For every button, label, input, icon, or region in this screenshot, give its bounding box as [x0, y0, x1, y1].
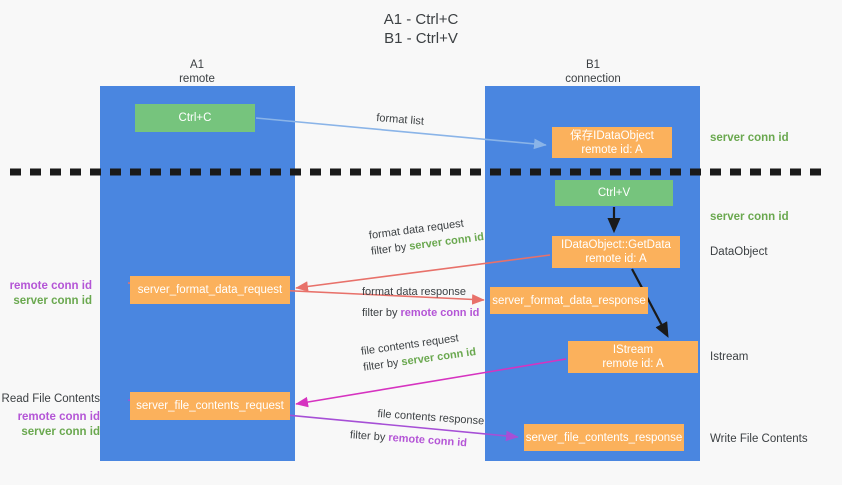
annotation-left-remote-conn-id-1: remote conn id [9, 280, 92, 292]
edge-label-format-list: format list [376, 110, 425, 130]
edge-label-format-data-request-filter-prefix: filter by [370, 240, 411, 258]
edge-label-format-data-response: format data response filter by remote co… [362, 284, 479, 321]
node-ctrl-v[interactable]: Ctrl+V [555, 180, 673, 206]
edge-label-format-data-response-filter-prefix: filter by [362, 307, 401, 319]
node-server-format-data-request-label: server_format_data_request [137, 284, 283, 296]
annotation-left-file-group: Read File Contents remote conn id server… [0, 392, 100, 440]
edge-label-file-contents-response-filter-prefix: filter by [349, 429, 389, 444]
edge-label-format-data-request: format data request filter by server con… [368, 213, 485, 260]
node-idataobject-getdata[interactable]: IDataObject::GetData remote id: A [552, 236, 680, 268]
node-istream-line2: remote id: A [602, 358, 664, 370]
node-server-file-contents-request[interactable]: server_file_contents_request [130, 392, 290, 420]
column-header-a1-role: remote [179, 73, 215, 85]
page-title-line2: B1 - Ctrl+V [384, 30, 458, 47]
node-istream[interactable]: IStream remote id: A [568, 341, 698, 373]
node-idataobject[interactable]: 保存IDataObject remote id: A [552, 127, 672, 158]
node-getdata-line1: IDataObject::GetData [561, 239, 671, 251]
node-idataobject-line2: remote id: A [581, 143, 643, 156]
annotation-left-server-conn-id-2: server conn id [21, 426, 100, 438]
edge-label-file-contents-request: file contents request filter by server c… [360, 328, 477, 376]
edge-label-file-contents-response-filter-key: remote conn id [387, 431, 468, 450]
annotation-write-file-contents: Write File Contents [710, 433, 808, 445]
edge-label-file-contents-request-filter-prefix: filter by [362, 356, 403, 374]
node-server-format-data-response-label: server_format_data_response [492, 294, 646, 307]
edge-label-format-data-response-text: format data response [362, 286, 466, 298]
page-title-line1: A1 - Ctrl+C [383, 11, 459, 28]
node-getdata-line2: remote id: A [585, 253, 647, 265]
node-ctrl-c[interactable]: Ctrl+C [135, 104, 255, 132]
node-ctrl-v-label: Ctrl+V [597, 187, 631, 199]
annotation-dataobject: DataObject [710, 246, 768, 258]
node-idataobject-line1: 保存IDataObject [570, 129, 654, 142]
annotation-left-format-group: remote conn id server conn id [0, 279, 92, 309]
annotation-left-remote-conn-id-2: remote conn id [17, 411, 100, 423]
column-header-b1-name: B1 [585, 59, 601, 71]
node-server-file-contents-request-label: server_file_contents_request [136, 400, 284, 412]
annotation-left-server-conn-id-1: server conn id [13, 295, 92, 307]
column-header-b1: B1 connection [493, 58, 693, 86]
edge-label-file-contents-response: file contents response filter by remote … [349, 406, 485, 452]
annotation-server-conn-id-second: server conn id [710, 211, 789, 223]
column-header-b1-role: connection [565, 73, 621, 85]
annotation-server-conn-id-top: server conn id [710, 132, 789, 144]
column-header-a1: A1 remote [97, 58, 297, 86]
node-ctrl-c-label: Ctrl+C [178, 112, 212, 124]
column-header-a1-name: A1 [189, 59, 205, 71]
node-server-format-data-response[interactable]: server_format_data_response [490, 287, 648, 314]
node-server-file-contents-response[interactable]: server_file_contents_response [524, 424, 684, 451]
node-server-file-contents-response-label: server_file_contents_response [525, 431, 683, 444]
edge-label-format-data-response-filter-key: remote conn id [400, 307, 480, 319]
edge-label-file-contents-response-text: file contents response [377, 407, 485, 428]
edge-label-format-list-text: format list [375, 111, 425, 128]
node-server-format-data-request[interactable]: server_format_data_request [130, 276, 290, 304]
annotation-read-file-contents: Read File Contents [1, 393, 100, 405]
annotation-istream: Istream [710, 351, 749, 363]
node-istream-line1: IStream [612, 344, 654, 356]
